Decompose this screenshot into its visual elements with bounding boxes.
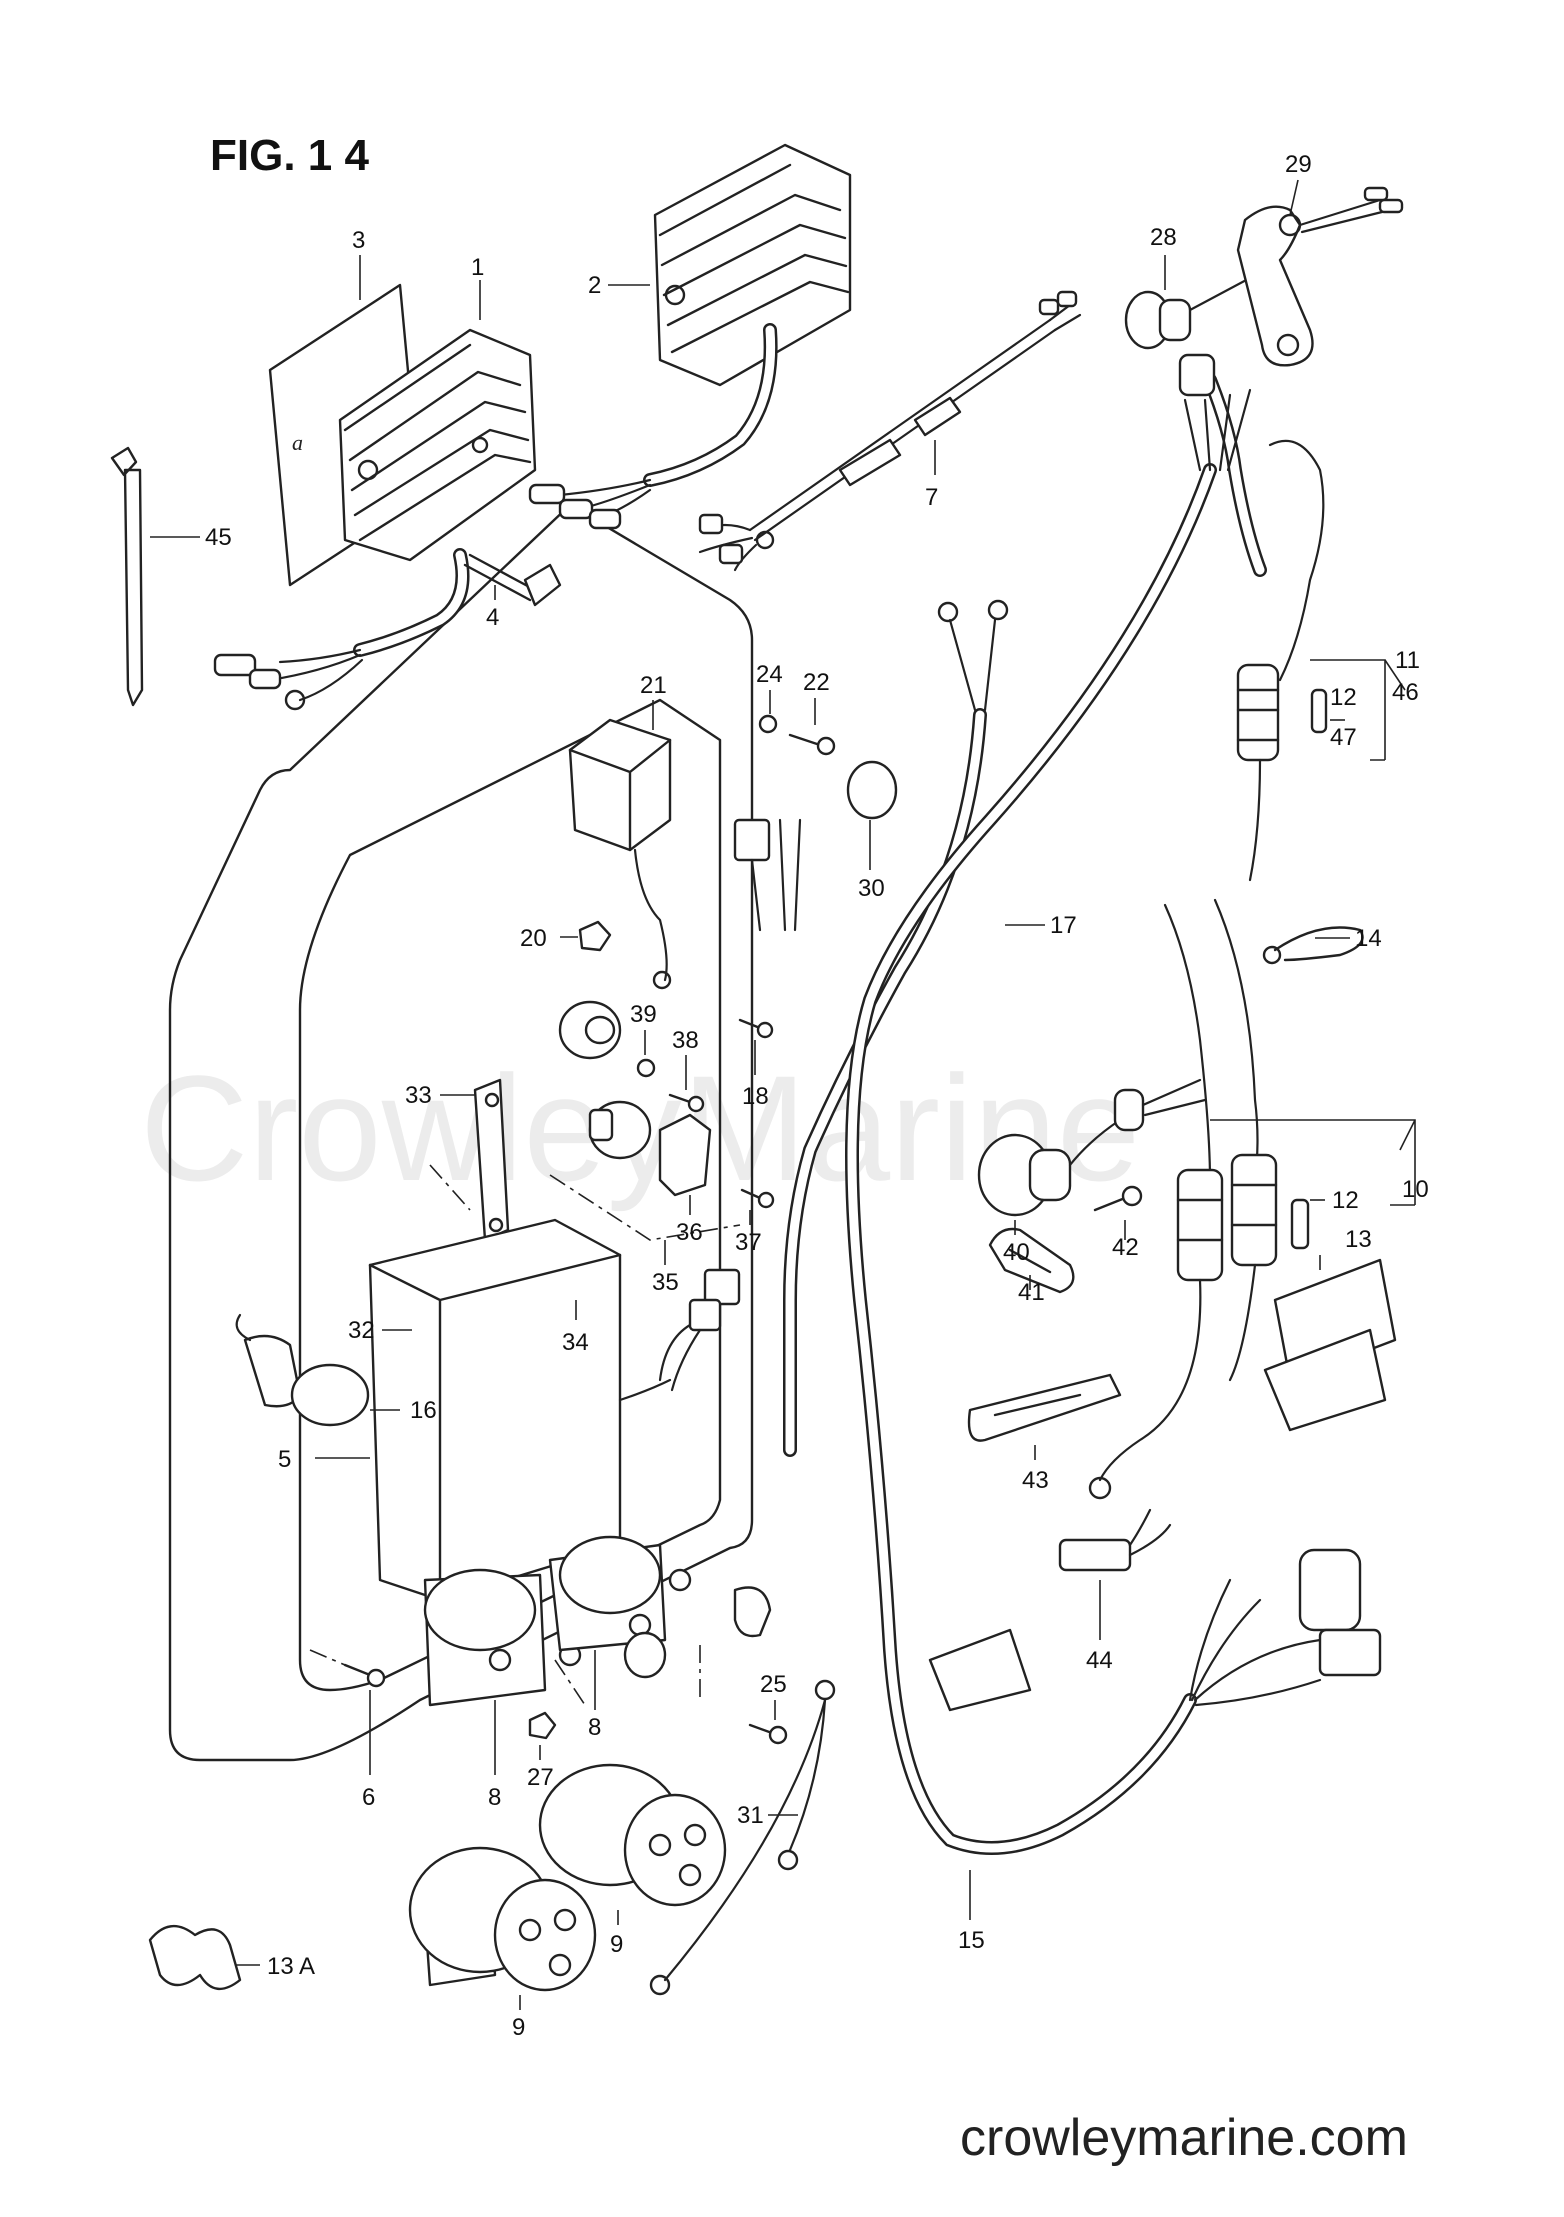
callout-18: 18 bbox=[742, 1083, 769, 1110]
callout-43: 43 bbox=[1022, 1467, 1049, 1494]
nut-part-20 bbox=[578, 920, 612, 952]
callout-31: 31 bbox=[737, 1802, 764, 1829]
callout-22: 22 bbox=[803, 669, 830, 696]
callout-28: 28 bbox=[1150, 224, 1177, 251]
callout-46: 46 bbox=[1392, 679, 1419, 706]
screw-part-37 bbox=[740, 1188, 775, 1209]
main-harness-part-17 bbox=[783, 599, 1009, 1457]
svg-text:a: a bbox=[292, 430, 303, 455]
regulator-part-2 bbox=[528, 143, 852, 530]
callout-40: 40 bbox=[1003, 1239, 1030, 1266]
knob-part-36 bbox=[658, 1113, 712, 1197]
callout-33: 33 bbox=[405, 1082, 432, 1109]
solenoid-part-9b bbox=[408, 1846, 597, 1992]
screw-part-42 bbox=[1093, 1185, 1143, 1212]
fuse-holder-part-11 bbox=[1203, 373, 1328, 882]
callout-12a: 12 bbox=[1330, 684, 1357, 711]
callout-38: 38 bbox=[672, 1027, 699, 1054]
relay-part-8a bbox=[423, 1568, 582, 1707]
switch-part-16 bbox=[235, 1313, 370, 1427]
site-credit: crowleymarine.com bbox=[960, 2109, 1408, 2167]
callout-21: 21 bbox=[640, 672, 667, 699]
callout-34: 34 bbox=[562, 1329, 589, 1356]
screw-part-6 bbox=[343, 1663, 386, 1688]
callout-9a: 9 bbox=[610, 1931, 623, 1958]
relay-part-8b bbox=[548, 1535, 692, 1652]
cable-tie-part-45 bbox=[110, 446, 144, 707]
callout-11: 11 bbox=[1395, 647, 1420, 674]
callout-44: 44 bbox=[1086, 1647, 1113, 1674]
electrical-box-part-5 bbox=[368, 1218, 672, 1602]
mounting-plate-outline bbox=[168, 503, 754, 1762]
callout-13: 13 bbox=[1345, 1226, 1372, 1253]
callout-13a: 13 A bbox=[267, 1953, 315, 1980]
callout-27: 27 bbox=[527, 1764, 554, 1791]
callout-4: 4 bbox=[486, 604, 499, 631]
connector-block bbox=[733, 818, 802, 932]
clamp-part-14 bbox=[1262, 926, 1364, 965]
fuse-holder-part-10 bbox=[1088, 898, 1310, 1500]
switch-part-28 bbox=[1124, 268, 1267, 350]
regulator-part-1 bbox=[213, 328, 537, 711]
callout-41: 41 bbox=[1018, 1279, 1045, 1306]
callout-labels: 1 2 3 4 5 6 7 8 8 9 9 10 11 12 12 13 13 … bbox=[205, 151, 1429, 2041]
leader-lines bbox=[150, 179, 1416, 2010]
callout-9b: 9 bbox=[512, 2014, 525, 2041]
callout-7: 7 bbox=[925, 484, 938, 511]
callout-24: 24 bbox=[756, 661, 783, 688]
callout-15: 15 bbox=[958, 1927, 985, 1954]
ground-wire-part-31 bbox=[649, 1679, 836, 1996]
callout-5: 5 bbox=[278, 1446, 291, 1473]
plate-part-41 bbox=[988, 1227, 1075, 1294]
bracket-part-13 bbox=[1263, 1258, 1397, 1432]
assembly-guide-lines bbox=[309, 1164, 741, 1706]
clip-part-13a bbox=[148, 1925, 242, 1990]
screw-part-38 bbox=[668, 1093, 705, 1113]
clip-part-33 bbox=[473, 1078, 510, 1242]
connector-part-35 bbox=[658, 1268, 741, 1392]
connector-part-44 bbox=[928, 1508, 1172, 1712]
callout-35: 35 bbox=[652, 1269, 679, 1296]
bolt-part-4 bbox=[463, 553, 562, 607]
cdi-unit-part-21 bbox=[568, 718, 672, 990]
callout-37: 37 bbox=[735, 1229, 762, 1256]
switch-part-39 bbox=[558, 1000, 656, 1160]
bracket-part-43 bbox=[967, 1373, 1122, 1442]
screw-part-22 bbox=[788, 733, 836, 756]
callout-12b: 12 bbox=[1332, 1187, 1359, 1214]
sub-harness-part-7 bbox=[698, 290, 1082, 572]
callout-39: 39 bbox=[630, 1001, 657, 1028]
callout-8b: 8 bbox=[588, 1714, 601, 1741]
bracket-part-29 bbox=[1236, 186, 1404, 367]
callout-3: 3 bbox=[352, 227, 365, 254]
callout-17: 17 bbox=[1050, 912, 1077, 939]
cap-part-30 bbox=[846, 760, 898, 820]
screw-part-25 bbox=[748, 1723, 788, 1745]
callout-8a: 8 bbox=[488, 1784, 501, 1811]
callout-45: 45 bbox=[205, 524, 232, 551]
nut-part-27 bbox=[528, 1711, 557, 1740]
callout-42: 42 bbox=[1112, 1234, 1139, 1261]
switch-part-40 bbox=[977, 1078, 1207, 1217]
callout-2: 2 bbox=[588, 272, 601, 299]
callout-10: 10 bbox=[1402, 1176, 1429, 1203]
solenoid-part-9a bbox=[538, 1763, 727, 1907]
callout-32: 32 bbox=[348, 1317, 375, 1344]
harness-part-15 bbox=[845, 353, 1382, 1855]
callout-1: 1 bbox=[471, 254, 484, 281]
callout-30: 30 bbox=[858, 875, 885, 902]
callout-36: 36 bbox=[676, 1219, 703, 1246]
figure-title: FIG. 1 4 bbox=[210, 131, 369, 180]
screw-part-18 bbox=[738, 1018, 774, 1039]
boot-cap bbox=[623, 1586, 772, 1679]
callout-25: 25 bbox=[760, 1671, 787, 1698]
washer-part-24 bbox=[758, 714, 778, 734]
callout-29: 29 bbox=[1285, 151, 1312, 178]
callout-16: 16 bbox=[410, 1397, 437, 1424]
callout-6: 6 bbox=[362, 1784, 375, 1811]
callout-47: 47 bbox=[1330, 724, 1357, 751]
callout-20: 20 bbox=[520, 925, 547, 952]
callout-14: 14 bbox=[1355, 925, 1382, 952]
